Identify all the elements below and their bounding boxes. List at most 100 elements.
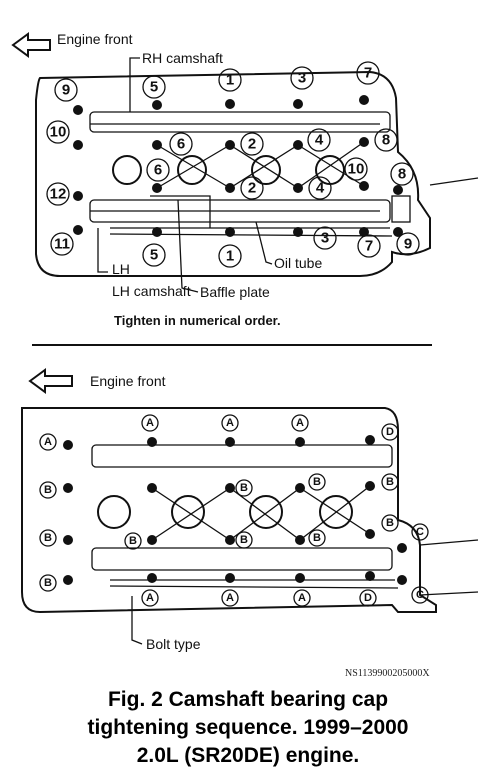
reference-code: NS1139900205000X — [345, 668, 430, 679]
caption-line-2: tightening sequence. 1999–2000 — [88, 716, 409, 739]
lh-label: LH — [112, 261, 130, 277]
instruction-text: Tighten in numerical order. — [114, 313, 281, 328]
seq-6-bottom: 6 — [154, 162, 162, 179]
plug-well-3 — [251, 155, 281, 185]
bolt-B: B — [386, 517, 394, 529]
bolt-B: B — [240, 482, 248, 494]
oil-tube-leader — [255, 221, 273, 265]
bolt — [293, 99, 303, 109]
bolt-C: C — [416, 526, 424, 538]
bottom-bolts — [63, 435, 407, 585]
bolt-type-leader — [131, 596, 143, 645]
lh-camshaft-label: LH camshaft — [112, 283, 191, 299]
head-right-edge — [429, 177, 479, 186]
bolt-A: A — [298, 592, 306, 604]
bolt-B: B — [313, 532, 321, 544]
seq-10-right: 10 — [348, 161, 365, 178]
rh-camshaft-leader — [129, 57, 140, 112]
cylinder-head-outline-2 — [21, 407, 437, 614]
bolt-A: A — [146, 417, 154, 429]
oil-tube-shape-2 — [109, 579, 399, 589]
plug-well-b1 — [97, 495, 131, 529]
seq-1-top: 1 — [226, 72, 234, 89]
bolt-C: C — [416, 589, 424, 601]
seq-12: 12 — [50, 186, 67, 203]
bolt — [225, 99, 235, 109]
seq-1-bottom: 1 — [226, 248, 234, 265]
seq-3-top: 3 — [298, 70, 306, 87]
seq-10: 10 — [50, 124, 67, 141]
plug-well-b2 — [171, 495, 205, 529]
bolt — [152, 227, 162, 237]
seq-4-top: 4 — [315, 132, 324, 149]
seq-8-top: 8 — [382, 132, 390, 149]
bolt-B: B — [313, 476, 321, 488]
bolt — [225, 227, 235, 237]
seq-3-bottom: 3 — [321, 230, 329, 247]
bolt-A: A — [44, 436, 52, 448]
seq-8-right: 8 — [398, 166, 406, 183]
bolt-type-label: Bolt type — [146, 636, 201, 652]
bolt — [293, 227, 303, 237]
bolt-D: D — [364, 592, 372, 604]
top-bolts — [73, 95, 403, 237]
figure-caption: Fig. 2 Camshaft bearing cap tightening s… — [88, 688, 409, 767]
bolt-A: A — [226, 417, 234, 429]
lh-camshaft-leader — [97, 228, 108, 273]
seq-2-top: 2 — [248, 136, 256, 153]
engine-front-arrow-icon — [11, 32, 51, 58]
plug-well-2 — [177, 155, 207, 185]
bolt — [152, 100, 162, 110]
seq-9-right: 9 — [404, 236, 412, 253]
seq-11: 11 — [54, 236, 70, 253]
plug-well-b4 — [319, 495, 353, 529]
bolt-A: A — [226, 592, 234, 604]
bolt-B: B — [129, 535, 137, 547]
bolt-B: B — [44, 577, 52, 589]
bolt-type-callouts: A B B B A B A A B B A A B B A D B B D C … — [39, 414, 429, 607]
bottom-diagram: Engine front A B B — [21, 368, 479, 652]
bolt — [73, 140, 83, 150]
sequence-callouts: 9 10 12 11 5 6 6 5 1 2 2 1 3 4 4 3 7 8 1… — [46, 61, 420, 268]
bolt — [73, 191, 83, 201]
bolt-B: B — [240, 534, 248, 546]
seq-7-bottom: 7 — [365, 238, 373, 255]
seq-4-bottom: 4 — [316, 180, 325, 197]
bolt-B: B — [386, 476, 394, 488]
engine-front-label: Engine front — [57, 31, 133, 47]
bolt-pattern-lines-2 — [151, 485, 371, 541]
cylinder-head-outline — [35, 70, 431, 277]
caption-line-3: 2.0L (SR20DE) engine. — [137, 744, 360, 767]
oil-tube-label: Oil tube — [274, 255, 322, 271]
rh-camshaft-shape — [89, 111, 391, 133]
bolt-B: B — [44, 532, 52, 544]
bolt-A: A — [296, 417, 304, 429]
rh-camshaft-shape-2 — [91, 444, 393, 468]
top-diagram: Engine front RH camshaft — [11, 31, 479, 328]
engine-front-label-2: Engine front — [90, 373, 166, 389]
seq-5-bottom: 5 — [150, 247, 158, 264]
bolt — [359, 95, 369, 105]
seq-6-top: 6 — [177, 136, 185, 153]
seq-2-bottom: 2 — [248, 180, 256, 197]
cam-centerlines — [90, 123, 380, 212]
seq-7-top: 7 — [364, 65, 372, 82]
rh-camshaft-label: RH camshaft — [142, 50, 223, 66]
bolt — [393, 185, 403, 195]
bolt-A: A — [146, 592, 154, 604]
bolt — [73, 225, 83, 235]
bolt — [359, 227, 369, 237]
bolt-B: B — [44, 484, 52, 496]
bolt — [73, 105, 83, 115]
plug-well-b3 — [249, 495, 283, 529]
bolt-D: D — [386, 426, 394, 438]
seq-9: 9 — [62, 82, 70, 99]
engine-front-arrow-icon — [28, 368, 73, 394]
lh-camshaft-shape-2 — [91, 547, 393, 571]
seq-5-top: 5 — [150, 79, 158, 96]
baffle-plate-leader — [177, 199, 199, 293]
cam-sprocket-end — [391, 195, 411, 223]
bolt — [393, 227, 403, 237]
